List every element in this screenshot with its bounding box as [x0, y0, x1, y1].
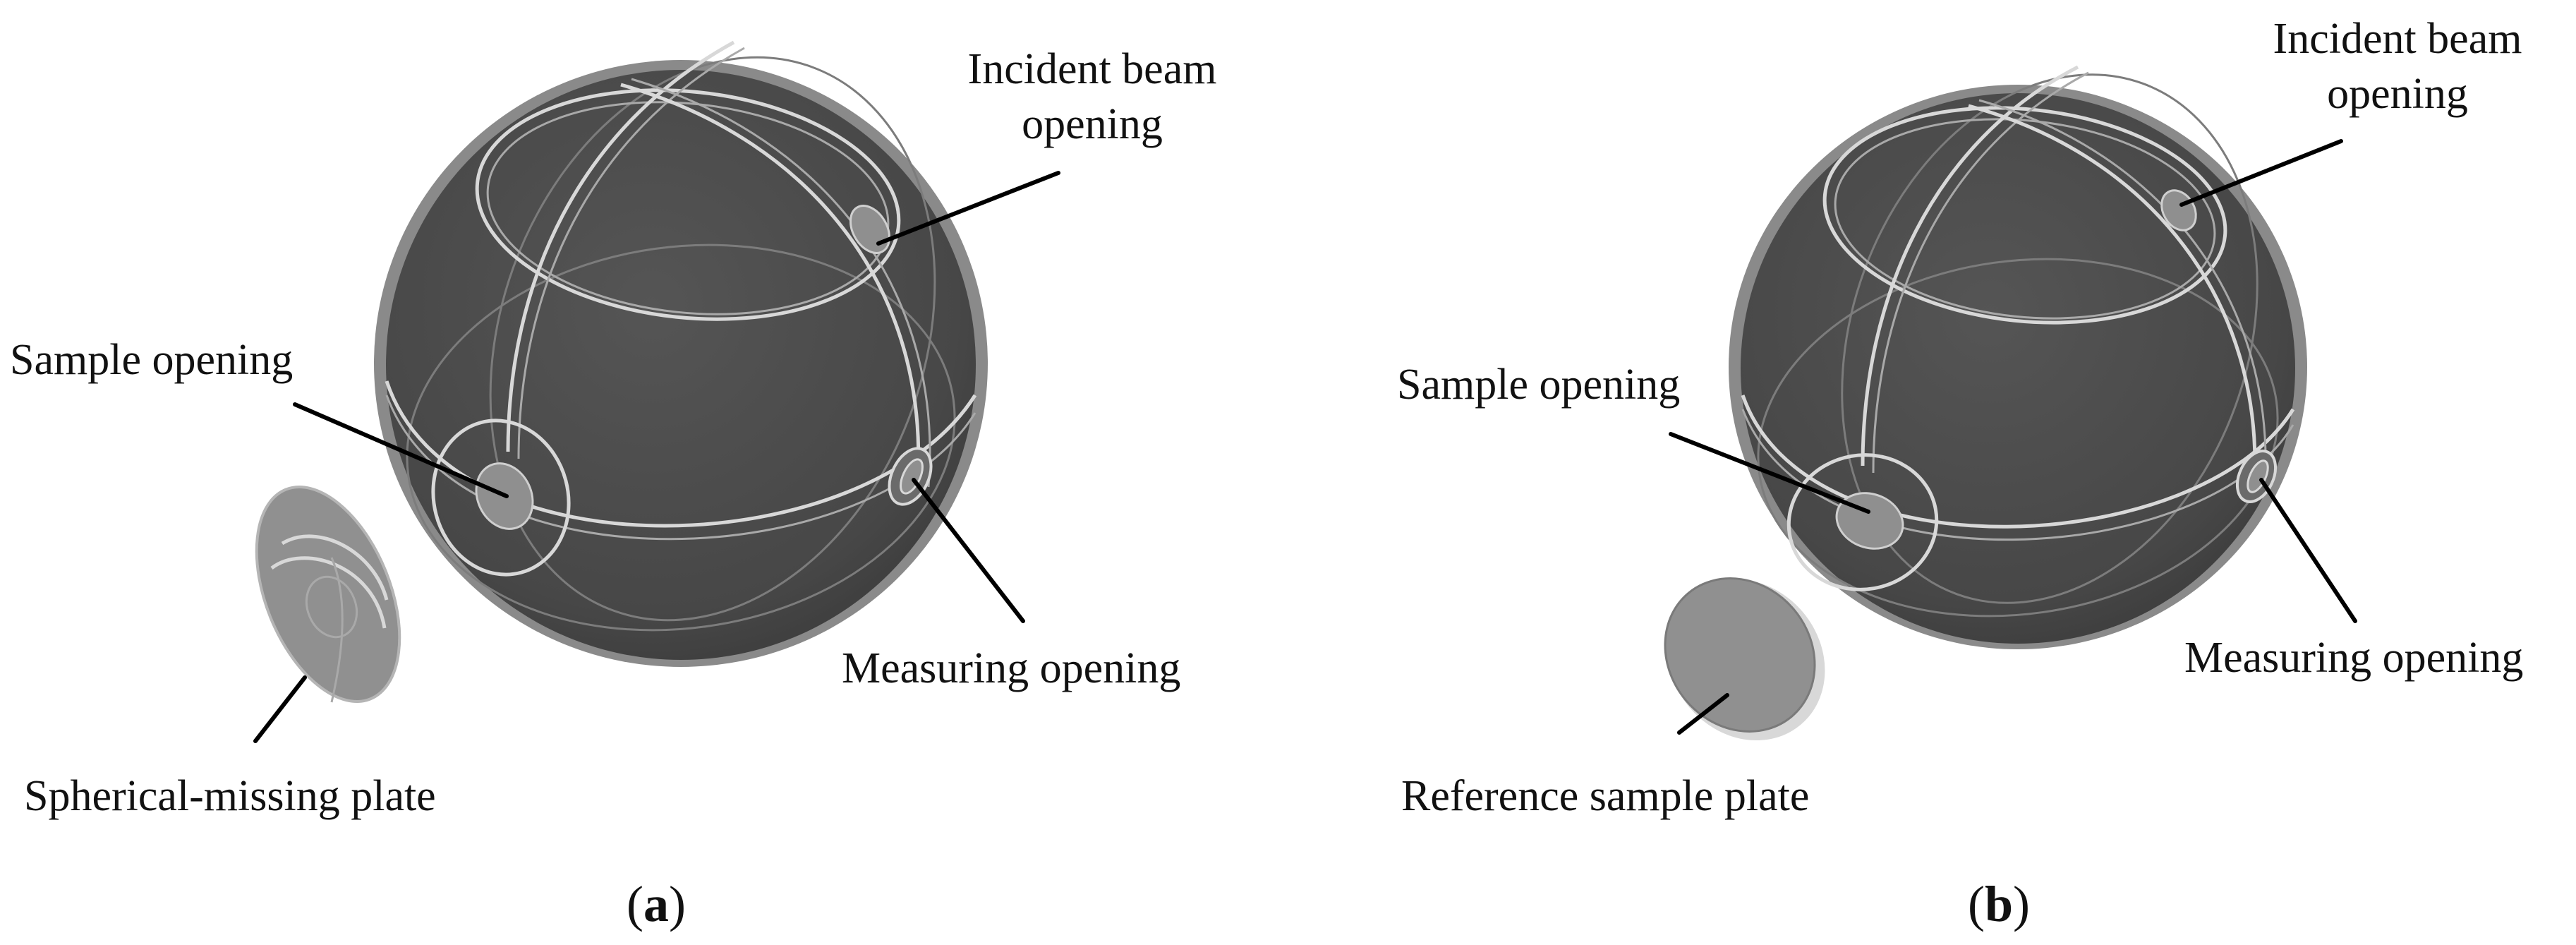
spherical-missing-plate	[255, 486, 401, 703]
label-incident-beam-b-line2: opening	[2327, 70, 2468, 118]
label-measuring-opening-a: Measuring opening	[842, 644, 1180, 692]
label-plate-a: Spherical-missing plate	[24, 772, 436, 820]
meridian-arcs-b	[1861, 65, 2267, 488]
panel-b: Incident beam opening Sample opening Mea…	[1397, 15, 2523, 932]
leader-measuring-b	[2259, 478, 2357, 623]
caption-a: (a)	[627, 876, 686, 932]
label-incident-beam-a-line1: Incident beam	[968, 45, 1217, 93]
panel-a: Incident beam opening Sample opening Mea…	[10, 40, 1217, 932]
leader-plate-a	[253, 675, 307, 743]
leader-incident-b	[2179, 139, 2343, 207]
label-sample-opening-a: Sample opening	[10, 336, 293, 384]
sphere-a-body	[386, 70, 976, 660]
label-plate-b: Reference sample plate	[1401, 772, 1809, 820]
leader-sample-b	[1669, 432, 1870, 514]
leader-measuring-a	[912, 478, 1025, 623]
sphere-b-body	[1741, 93, 2295, 644]
label-sample-opening-b: Sample opening	[1397, 361, 1680, 409]
top-ring-b	[1822, 106, 2227, 325]
label-incident-beam-b-line1: Incident beam	[2273, 15, 2522, 63]
reference-sample-plate	[1664, 577, 1825, 741]
label-incident-beam-a-line2: opening	[1022, 100, 1163, 148]
label-measuring-opening-b: Measuring opening	[2184, 634, 2523, 682]
leader-plate-b	[1677, 693, 1729, 735]
sphere-b	[1729, 65, 2307, 649]
leader-sample-a	[293, 402, 509, 498]
caption-b: (b)	[1968, 876, 2030, 932]
leader-incident-a	[876, 171, 1060, 246]
sphere-a	[374, 40, 988, 667]
